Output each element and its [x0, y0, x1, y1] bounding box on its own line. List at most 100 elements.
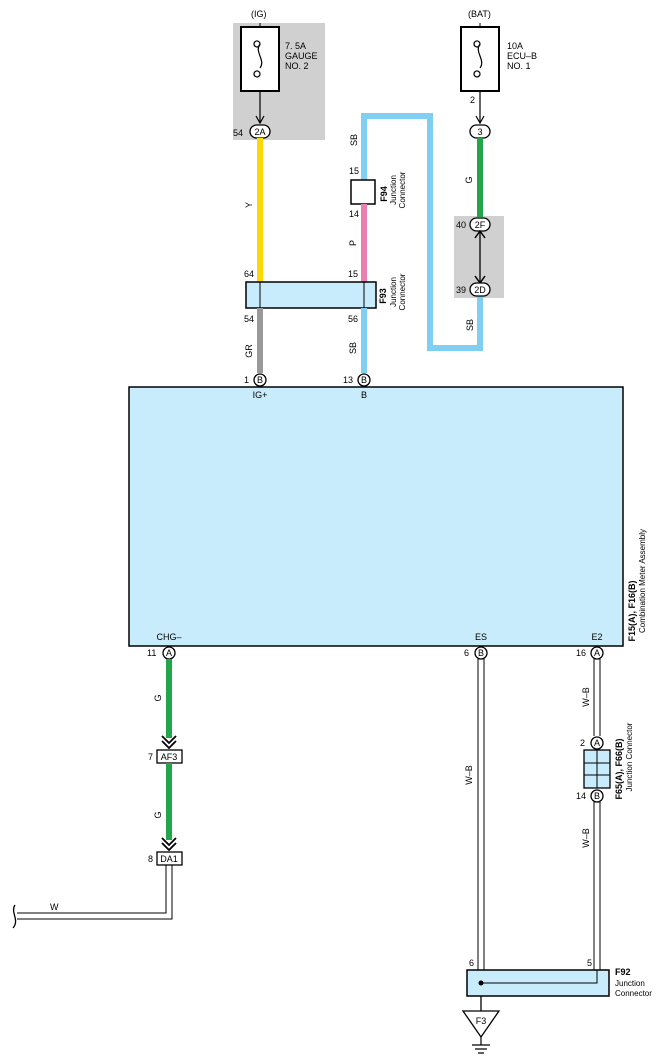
bat-power-label: (BAT) — [468, 9, 491, 19]
f94-pin-bottom: 14 — [349, 209, 359, 219]
connector-2d-pin: 39 — [456, 285, 466, 295]
wire-sb-loop — [361, 113, 483, 373]
f93-junction-connector — [245, 281, 377, 309]
bat-fuse-icon — [473, 40, 483, 78]
meter-pin-13 — [357, 373, 371, 387]
f92-code: F92 — [615, 967, 631, 977]
meter-pin-1-num: 1 — [244, 375, 249, 385]
ig-fuse — [240, 26, 280, 92]
meter-pin-6-name: ES — [475, 632, 487, 642]
bat-fuse-arrow-icon — [475, 115, 485, 125]
f65-pin-top: 2 — [580, 738, 585, 748]
f65-pin-top-circle — [590, 736, 604, 750]
combination-meter-assembly — [128, 386, 624, 647]
ig-power-label: (IG) — [251, 9, 267, 19]
wire-g-chg-lower-label: G — [153, 811, 163, 818]
meter-pin-13-conn: B — [361, 375, 367, 385]
connector-3-label: 3 — [477, 127, 482, 137]
f65-conn-top: A — [594, 738, 600, 748]
f94-pin-top: 15 — [349, 166, 359, 176]
ground-icon — [472, 1044, 490, 1054]
connector-2a-label: 2A — [254, 127, 265, 137]
meter-pin-11-name: CHG– — [156, 632, 181, 642]
bat-fuse — [460, 26, 500, 92]
f65-pin-bottom-circle — [590, 789, 604, 803]
f65-name: Junction Connector — [625, 722, 634, 791]
wire-w — [17, 865, 167, 914]
connector-da1-label: DA1 — [160, 854, 178, 864]
wire-g-top-label: G — [464, 176, 474, 183]
connector-da1 — [156, 851, 183, 866]
wire-break-icon — [12, 904, 17, 929]
connector-2d — [469, 282, 491, 297]
meter-pin-1 — [253, 373, 267, 387]
af3-chevron-icon — [161, 735, 177, 750]
f65-conn-bottom: B — [594, 791, 600, 801]
f93-name-line-2: Connector — [398, 273, 407, 310]
wire-wb-f65-label: W–B — [581, 828, 591, 848]
meter-pin-16-num: 16 — [576, 648, 586, 658]
bat-fuse-line-3: NO. 1 — [507, 61, 531, 71]
ig-fuse-line-3: NO. 2 — [285, 61, 309, 71]
meter-pin-6-num: 6 — [464, 648, 469, 658]
f93-pin-bl: 54 — [244, 314, 254, 324]
bat-fuse-line-1: 10A — [507, 41, 523, 51]
wire-g-chg-upper-label: G — [153, 694, 163, 701]
f93-name-line-1: Junction — [389, 277, 398, 307]
wire-sb-label-lower: SB — [348, 342, 358, 354]
meter-pin-16 — [590, 646, 604, 660]
meter-pin-6-conn: B — [478, 648, 484, 658]
ground-f3-label: F3 — [476, 1016, 487, 1026]
meter-pin-16-conn: A — [594, 648, 600, 658]
wire-sb-label-top: SB — [349, 134, 359, 146]
f93-pin-tr: 15 — [348, 269, 358, 279]
f93-pin-tl: 64 — [244, 269, 254, 279]
wire-wb-e2-label: W–B — [581, 687, 591, 707]
f92-pin-left: 6 — [469, 958, 474, 968]
meter-pin-1-conn: B — [257, 375, 263, 385]
meter-pin-16-name: E2 — [591, 632, 602, 642]
ig-fuse-line-2: GAUGE — [285, 51, 318, 61]
wire-gr-label: GR — [244, 344, 254, 358]
f65-pin-bottom: 14 — [576, 791, 586, 801]
f94-code: F94 — [379, 186, 389, 202]
ig-fuse-arrow-icon — [255, 115, 265, 125]
connector-2f-pin: 40 — [456, 220, 466, 230]
meter-code: F15(A), F16(B) — [627, 580, 637, 641]
connector-2d-label: 2D — [474, 285, 486, 295]
wire-w-label: W — [50, 902, 59, 912]
wire-p-label: P — [348, 240, 358, 246]
ig-fuse-icon — [253, 40, 263, 78]
meter-pin-13-name: B — [361, 390, 367, 400]
f93-pin-br: 56 — [348, 314, 358, 324]
da1-chevron-icon — [161, 837, 177, 852]
f92-name-line-1: Junction — [615, 979, 645, 988]
bat-fuse-line-2: ECU–B — [507, 51, 537, 61]
connector-af3-label: AF3 — [161, 752, 178, 762]
f65-code: F65(A), F66(B) — [614, 738, 624, 799]
connector-2f-label: 2F — [475, 220, 486, 230]
wire-y-label: Y — [244, 202, 254, 208]
f92-pin-right: 5 — [587, 958, 592, 968]
ig-fuse-line-1: 7. 5A — [285, 41, 306, 51]
wire-w-outline — [17, 865, 173, 920]
wire-sb-label-right: SB — [465, 319, 475, 331]
f92-name-line-2: Connector — [615, 989, 652, 998]
f93-code: F93 — [378, 288, 388, 304]
meter-pin-11-conn: A — [166, 648, 172, 658]
af3-pin: 7 — [148, 752, 153, 762]
f94-name-line-1: Junction — [389, 175, 398, 205]
meter-pin-1-name: IG+ — [253, 390, 268, 400]
ground-f3 — [461, 1010, 501, 1039]
f94-junction-connector — [350, 179, 376, 205]
connector-2a-pin: 54 — [233, 128, 243, 138]
meter-pin-13-num: 13 — [343, 375, 353, 385]
bat-fuse-pin: 2 — [470, 95, 475, 105]
f94-name-line-2: Connector — [398, 171, 407, 208]
da1-pin: 8 — [148, 854, 153, 864]
meter-name: Combination Meter Assembly — [638, 529, 647, 633]
wire-wb-es-label: W–B — [464, 765, 474, 785]
f92-splice-dot — [478, 980, 484, 986]
meter-pin-6 — [474, 646, 488, 660]
